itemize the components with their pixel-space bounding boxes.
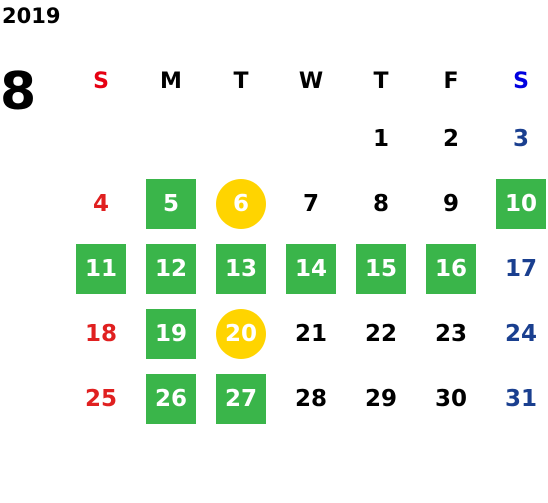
day-cell-marked-green[interactable]: 26 — [136, 366, 206, 431]
day-number: 16 — [426, 243, 476, 294]
day-number: 24 — [504, 320, 537, 347]
day-number: 1 — [372, 125, 389, 152]
day-number: 18 — [84, 320, 117, 347]
day-number: 21 — [294, 320, 327, 347]
weekday-header: T — [233, 68, 249, 94]
weekday-header: M — [160, 68, 182, 94]
day-cell-marked-green[interactable]: 16 — [416, 236, 486, 301]
day-number: 6 — [216, 178, 266, 229]
day-number: 27 — [216, 373, 266, 424]
day-cell-marked-green[interactable]: 10 — [486, 171, 548, 236]
day-cell[interactable]: 28 — [276, 366, 346, 431]
day-number: 25 — [84, 385, 117, 412]
day-number: 23 — [434, 320, 467, 347]
day-number: 29 — [364, 385, 397, 412]
day-cell[interactable]: 24 — [486, 301, 548, 366]
day-number: 5 — [146, 178, 196, 229]
day-cell-marked-green[interactable]: 27 — [206, 366, 276, 431]
day-cell[interactable]: 23 — [416, 301, 486, 366]
day-cell[interactable]: 22 — [346, 301, 416, 366]
day-cell[interactable]: 4 — [66, 171, 136, 236]
day-number: 10 — [496, 178, 546, 229]
day-number: 15 — [356, 243, 406, 294]
day-cell[interactable]: 3 — [486, 106, 548, 171]
day-number: 3 — [512, 125, 529, 152]
day-cell-marked-green[interactable]: 12 — [136, 236, 206, 301]
day-number: 22 — [364, 320, 397, 347]
day-number: 31 — [504, 385, 537, 412]
day-cell-marked-green[interactable]: 19 — [136, 301, 206, 366]
day-number: 4 — [92, 190, 109, 217]
day-cell[interactable]: 1 — [346, 106, 416, 171]
day-cell[interactable]: 29 — [346, 366, 416, 431]
weekday-header: F — [443, 68, 459, 94]
weekday-header: S — [93, 68, 109, 94]
weekday-header: W — [298, 68, 324, 94]
day-number: 26 — [146, 373, 196, 424]
day-cell-marked-green[interactable]: 15 — [346, 236, 416, 301]
year-label: 2019 — [2, 4, 61, 28]
day-number: 20 — [216, 308, 266, 359]
day-cell-marked-green[interactable]: 14 — [276, 236, 346, 301]
day-number: 7 — [302, 190, 319, 217]
day-cell[interactable]: 18 — [66, 301, 136, 366]
empty-day-cell — [136, 106, 206, 171]
day-number: 17 — [504, 255, 537, 282]
day-number: 30 — [434, 385, 467, 412]
day-cell[interactable]: 7 — [276, 171, 346, 236]
day-cell-marked-yellow[interactable]: 20 — [206, 301, 276, 366]
day-cell-marked-yellow[interactable]: 6 — [206, 171, 276, 236]
day-cell-marked-green[interactable]: 5 — [136, 171, 206, 236]
empty-day-cell — [66, 106, 136, 171]
day-cell-marked-green[interactable]: 11 — [66, 236, 136, 301]
day-cell-marked-green[interactable]: 13 — [206, 236, 276, 301]
day-number: 11 — [76, 243, 126, 294]
day-cell[interactable]: 21 — [276, 301, 346, 366]
day-number: 12 — [146, 243, 196, 294]
weekday-header: T — [373, 68, 389, 94]
day-number: 8 — [372, 190, 389, 217]
day-number: 28 — [294, 385, 327, 412]
day-cell[interactable]: 2 — [416, 106, 486, 171]
day-number: 9 — [442, 190, 459, 217]
day-number: 19 — [146, 308, 196, 359]
day-cell[interactable]: 30 — [416, 366, 486, 431]
empty-day-cell — [206, 106, 276, 171]
day-cell[interactable]: 25 — [66, 366, 136, 431]
day-number: 14 — [286, 243, 336, 294]
day-cell[interactable]: 8 — [346, 171, 416, 236]
empty-day-cell — [276, 106, 346, 171]
day-number: 2 — [442, 125, 459, 152]
weekday-header: S — [513, 68, 529, 94]
month-label: 8 — [0, 62, 37, 122]
day-cell[interactable]: 31 — [486, 366, 548, 431]
day-cell[interactable]: 17 — [486, 236, 548, 301]
day-number: 13 — [216, 243, 266, 294]
day-cell[interactable]: 9 — [416, 171, 486, 236]
